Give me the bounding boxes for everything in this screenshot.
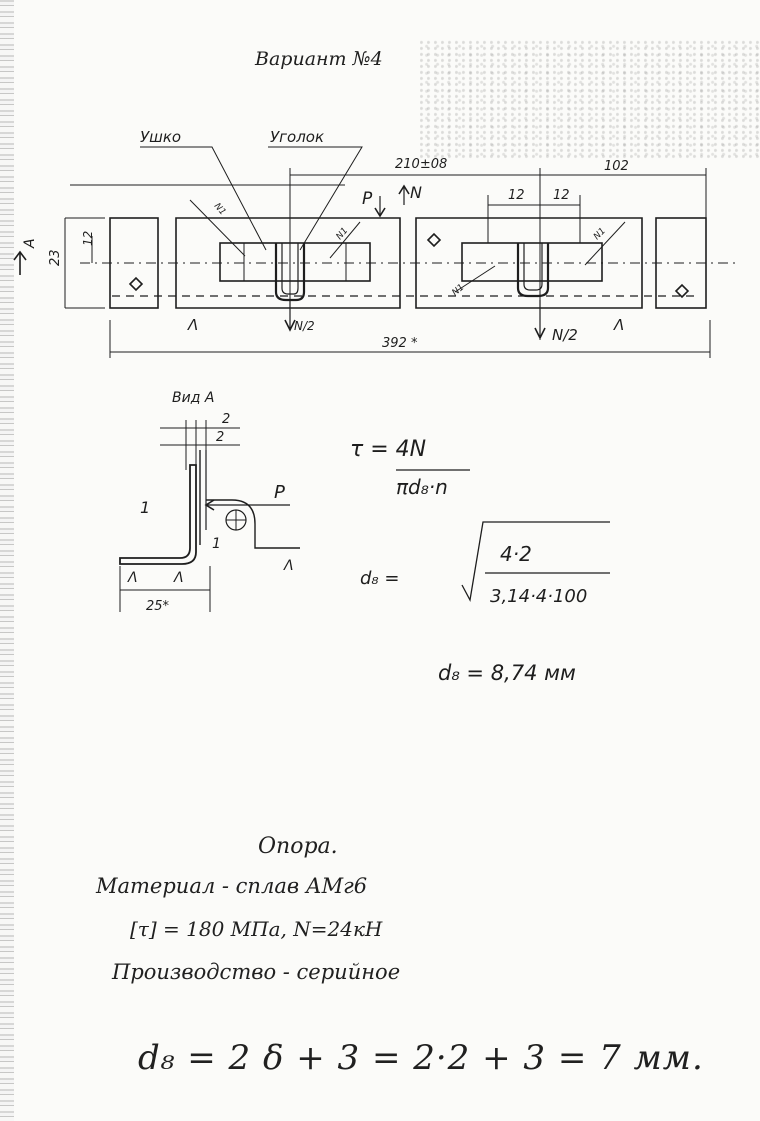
force-p-label: P (362, 189, 373, 209)
half-n-right: N/2 (552, 326, 578, 344)
view-a-mark-1b: 1 (212, 536, 221, 552)
dim-12b: 12 (553, 188, 570, 203)
view-a-dim-2b: 2 (216, 430, 224, 445)
final-formula: d₈ = 2 δ + 3 = 2·2 + 3 = 7 мм. (138, 1038, 704, 1078)
beam-segment-right (415, 217, 643, 309)
ugolok-u-left (274, 243, 306, 302)
weld-symbol-right: Λ (613, 316, 624, 334)
label-ugolok: Уголок (270, 128, 324, 146)
view-a-sym-c: Λ (283, 558, 294, 574)
dim-12a: 12 (508, 188, 525, 203)
ugolok-u-right (516, 243, 550, 298)
beam-segment-middle (175, 217, 401, 309)
view-a-dim-25: 25* (146, 599, 170, 614)
dim-12-left: 12 (81, 231, 95, 246)
scan-noise (420, 40, 760, 160)
n1-label-b: N1 (335, 226, 351, 242)
dim-end: 102 (604, 159, 629, 174)
notes-material: Материал - сплав АМг6 (96, 874, 368, 898)
view-a-sym-a: Λ (127, 570, 138, 586)
scan-edge (0, 0, 14, 1121)
formula-d-prefix: d₈ = (360, 568, 399, 589)
n1-label-d: N1 (592, 226, 608, 242)
diamond-mark-2 (426, 232, 442, 248)
page-title: Вариант №4 (255, 48, 383, 70)
formula-tau: τ = 4N (350, 437, 426, 462)
formula-d-denominator: 3,14·4·100 (490, 586, 587, 607)
formula-d-numerator: 4·2 (500, 542, 532, 566)
ushko-plate-right (461, 242, 603, 282)
diamond-mark-3 (674, 283, 690, 299)
notes-title: Опора. (258, 834, 338, 859)
force-n-label: N (410, 183, 422, 202)
section-mark-a: A (22, 238, 38, 249)
label-ushko: Ушко (140, 128, 181, 146)
view-a-sym-b: Λ (173, 570, 184, 586)
half-n-left: N/2 (294, 319, 315, 333)
diamond-mark-1 (128, 276, 144, 292)
view-a-mark-1a: 1 (140, 498, 150, 517)
formula-d-result: d₈ = 8,74 мм (438, 661, 576, 685)
view-a-title: Вид А (172, 390, 214, 406)
view-a-dim-2a: 2 (222, 412, 230, 427)
view-a-force-p: P (274, 482, 285, 503)
n1-label-a: N1 (212, 202, 228, 218)
dim-total: 392 * (382, 336, 418, 351)
weld-symbol-left: Λ (187, 316, 198, 334)
notes-params: [τ] = 180 МПа, N=24кН (130, 917, 383, 941)
notes-production: Производство - серийное (112, 960, 401, 984)
formula-tau-denominator: πd₈·n (396, 475, 448, 499)
dim-height: 23 (48, 249, 63, 266)
sqrt-sign (461, 521, 610, 602)
dim-span: 210±08 (395, 157, 447, 172)
view-a-angle (119, 464, 197, 565)
ushko-plate-left (219, 242, 371, 282)
